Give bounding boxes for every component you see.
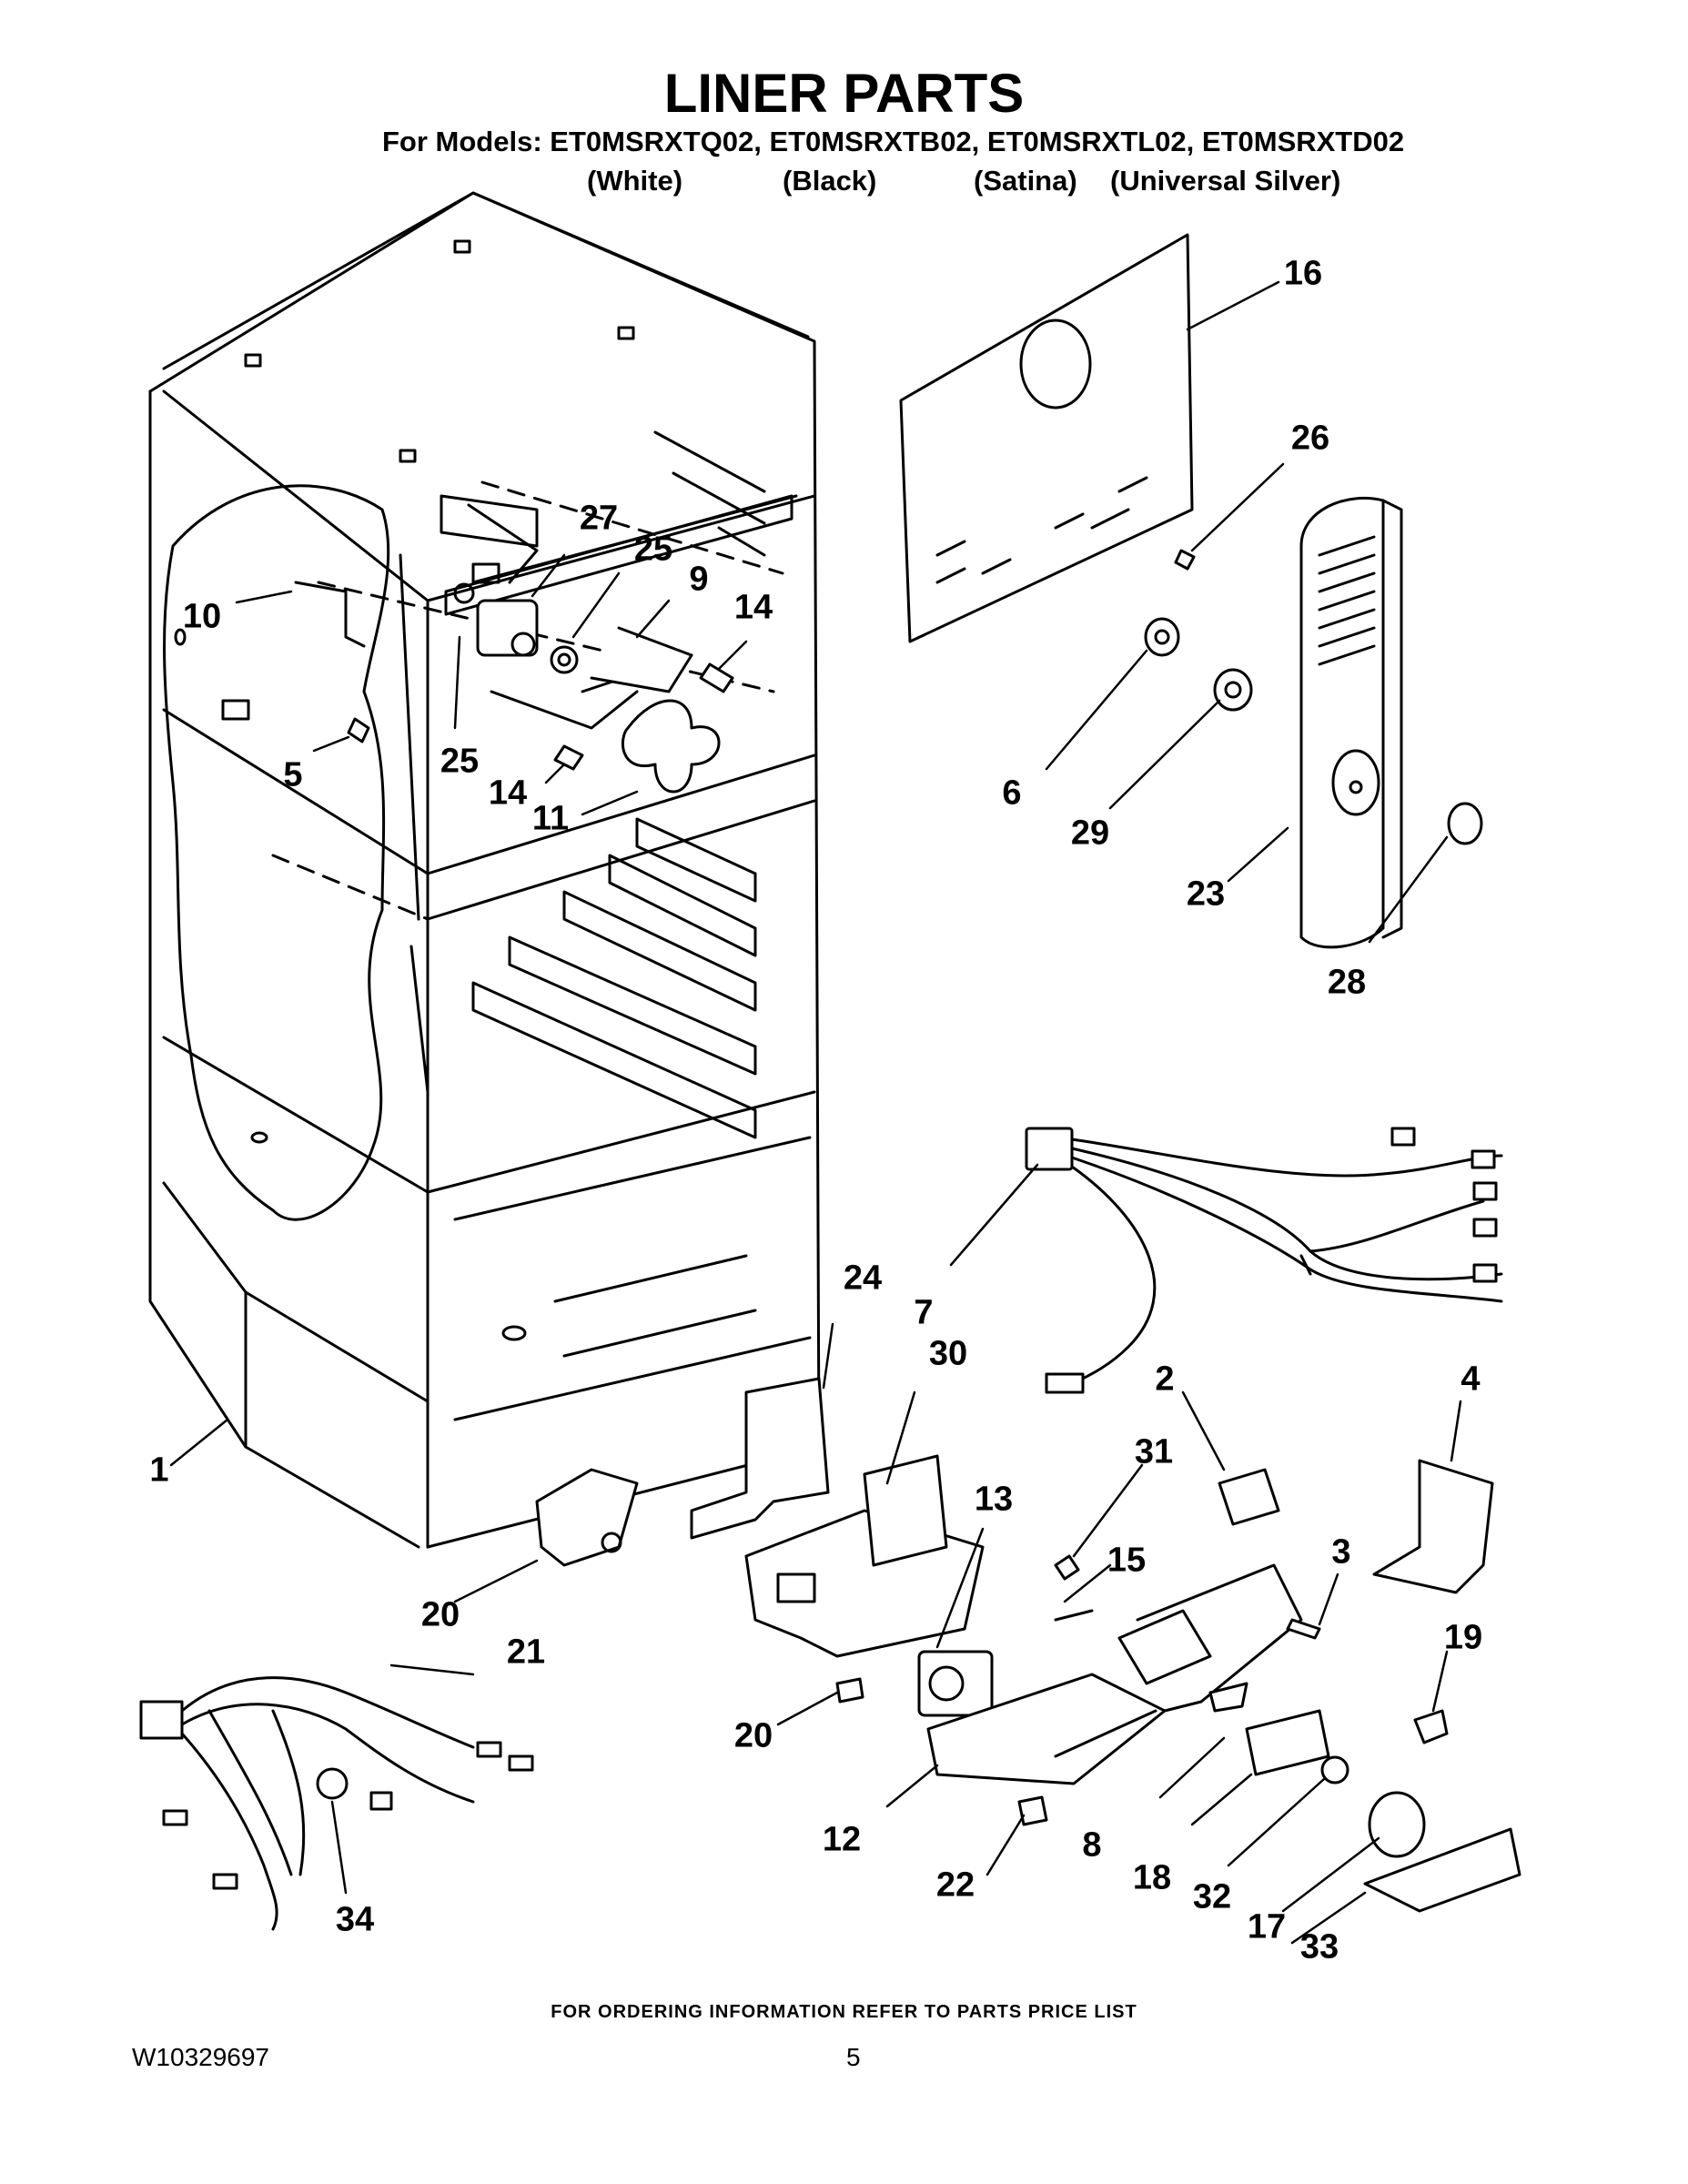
callout-33: 33 xyxy=(1299,1927,1339,1967)
callout-8: 8 xyxy=(1082,1825,1102,1865)
thermostat-housing-part xyxy=(919,1565,1301,1784)
variant-universal-silver: (Universal Silver) xyxy=(1110,165,1341,197)
callout-7: 7 xyxy=(914,1293,934,1332)
lower-harness-part xyxy=(141,1678,532,1929)
callout-14-upper: 14 xyxy=(733,588,773,627)
callout-26: 26 xyxy=(1290,419,1330,458)
variant-black: (Black) xyxy=(783,165,877,197)
callout-34: 34 xyxy=(335,1900,375,1939)
callout-13: 13 xyxy=(974,1480,1014,1519)
bracket-part xyxy=(692,1379,828,1538)
callout-4: 4 xyxy=(1461,1360,1481,1399)
small-round-parts xyxy=(1146,551,1481,844)
callout-28: 28 xyxy=(1327,963,1367,1002)
callout-2: 2 xyxy=(1155,1360,1175,1399)
page-title: LINER PARTS xyxy=(663,63,1025,124)
callout-18: 18 xyxy=(1132,1858,1172,1897)
leader-lines xyxy=(171,282,1461,1943)
variant-satina: (Satina) xyxy=(974,165,1077,197)
misc-small-parts xyxy=(837,1461,1520,1911)
callout-21: 21 xyxy=(506,1633,546,1672)
callout-11: 11 xyxy=(531,799,570,838)
callout-25-lower: 25 xyxy=(440,742,480,781)
callout-3: 3 xyxy=(1331,1532,1351,1572)
clip-part xyxy=(537,1470,637,1565)
callout-31: 31 xyxy=(1134,1432,1174,1471)
callout-22: 22 xyxy=(935,1866,975,1905)
control-housing-part xyxy=(746,1456,983,1656)
callout-27: 27 xyxy=(579,499,619,538)
rear-panel-part xyxy=(901,235,1192,642)
models-line: For Models: ET0MSRXTQ02, ET0MSRXTB02, ET… xyxy=(382,126,1405,157)
callout-19: 19 xyxy=(1443,1618,1483,1657)
callout-6: 6 xyxy=(1002,774,1022,813)
callout-1: 1 xyxy=(149,1451,169,1490)
callout-17: 17 xyxy=(1247,1907,1287,1946)
ordering-note: FOR ORDERING INFORMATION REFER TO PARTS … xyxy=(551,2002,1137,2022)
liner-cabinet xyxy=(150,193,819,1547)
callout-15: 15 xyxy=(1107,1541,1147,1580)
callout-30: 30 xyxy=(928,1334,968,1373)
callout-32: 32 xyxy=(1192,1877,1232,1916)
callout-20-right: 20 xyxy=(733,1716,773,1755)
page-number: 5 xyxy=(846,2043,861,2071)
callout-25-upper: 25 xyxy=(633,530,673,569)
fan-motor-assembly xyxy=(349,584,733,792)
wire-harness-part xyxy=(1026,1128,1501,1392)
callout-14-lower: 14 xyxy=(488,774,528,813)
callout-29: 29 xyxy=(1070,814,1110,853)
callout-23: 23 xyxy=(1186,875,1226,914)
callout-12: 12 xyxy=(822,1820,862,1859)
callout-10: 10 xyxy=(182,597,222,636)
callout-5: 5 xyxy=(283,755,303,794)
air-duct-cover-part xyxy=(1301,498,1401,946)
document-number: W10329697 xyxy=(132,2043,270,2071)
callout-24: 24 xyxy=(843,1259,883,1298)
variant-white: (White) xyxy=(587,165,683,197)
callout-16: 16 xyxy=(1283,254,1323,293)
callout-20-left: 20 xyxy=(420,1595,460,1634)
callout-9: 9 xyxy=(689,560,709,599)
